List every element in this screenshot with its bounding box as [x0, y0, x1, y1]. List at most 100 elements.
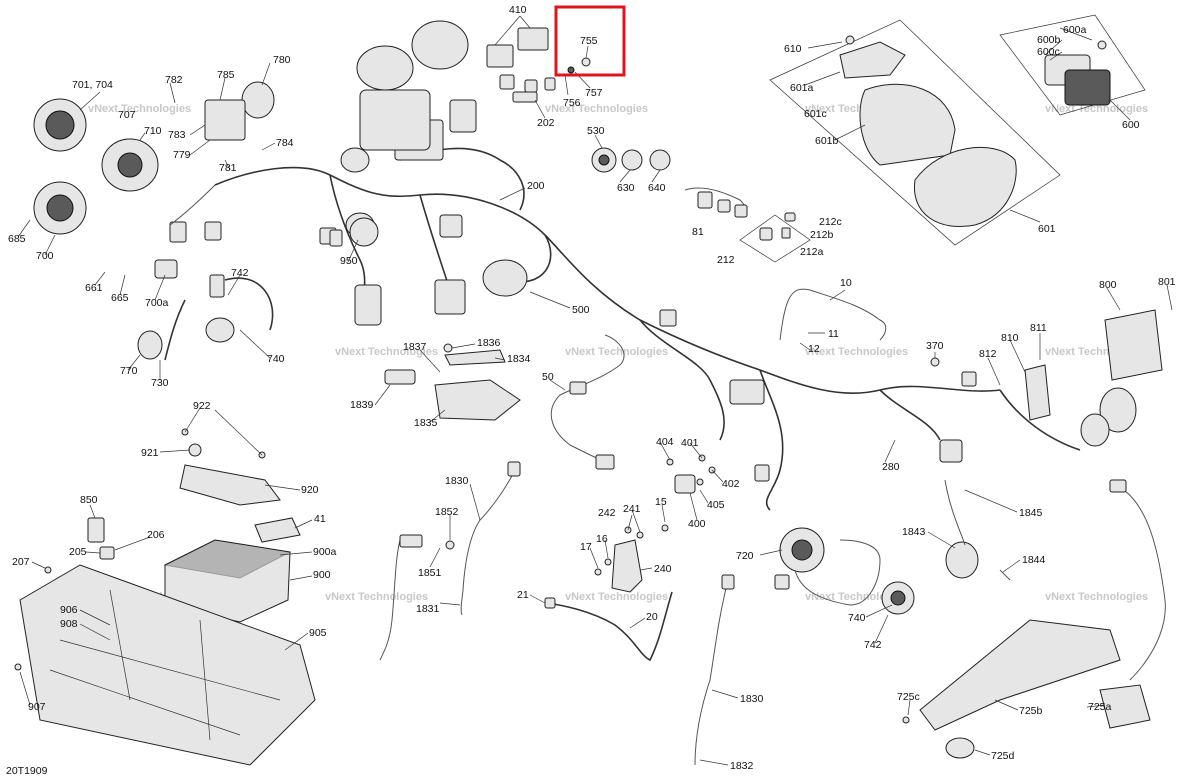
callout-730: 730	[151, 377, 169, 389]
callout-212a: 212a	[800, 246, 824, 258]
part-755-fastener	[581, 57, 591, 67]
callout-900: 900	[313, 569, 331, 581]
callout-11: 11	[828, 328, 839, 340]
callout-1845: 1845	[1019, 507, 1043, 519]
callout-202: 202	[537, 117, 555, 129]
watermark: vNext Technologies	[545, 103, 648, 115]
callout-685: 685	[8, 233, 26, 245]
callout-740b: 740	[848, 612, 866, 624]
callout-240: 240	[654, 563, 672, 575]
callout-770: 770	[120, 365, 138, 377]
callout-740a: 740	[267, 353, 285, 365]
bracket-240	[594, 524, 669, 593]
callout-10: 10	[840, 277, 852, 289]
part-400-assembly	[666, 454, 716, 494]
engine-motor-assemblies	[33, 81, 275, 360]
callout-206: 206	[147, 529, 165, 541]
callout-1832: 1832	[730, 760, 754, 772]
callout-207: 207	[12, 556, 30, 568]
main-harness-200	[164, 99, 1081, 511]
callout-950: 950	[340, 255, 358, 267]
watermark: vNext Technologies	[805, 346, 908, 358]
callout-600a: 600a	[1063, 24, 1087, 36]
callout-1830a: 1830	[445, 475, 469, 487]
callout-801: 801	[1158, 276, 1176, 288]
callout-370: 370	[926, 340, 944, 352]
callout-640: 640	[648, 182, 666, 194]
harness-10-50	[550, 288, 887, 470]
callout-907: 907	[28, 701, 46, 713]
callout-17: 17	[580, 541, 592, 553]
callout-410: 410	[509, 4, 527, 16]
callout-906: 906	[60, 604, 78, 616]
callout-212c: 212c	[819, 216, 842, 228]
center-modules	[329, 217, 528, 297]
callout-810: 810	[1001, 332, 1019, 344]
callout-1839: 1839	[350, 399, 374, 411]
callout-242: 242	[598, 507, 616, 519]
callout-700: 700	[36, 250, 54, 262]
speakers-720-740	[774, 527, 915, 615]
connector	[439, 214, 463, 238]
callout-922: 922	[193, 400, 211, 412]
callout-782: 782	[165, 74, 183, 86]
callout-1830b: 1830	[740, 693, 764, 705]
highlight-box-755	[554, 5, 626, 77]
callout-280: 280	[882, 461, 900, 473]
callout-707: 707	[118, 109, 136, 121]
callout-742a: 742	[231, 267, 249, 279]
connector	[754, 464, 770, 482]
callout-780: 780	[273, 54, 291, 66]
speed-sensor-1830	[379, 461, 735, 766]
connector	[449, 99, 477, 133]
callout-1851: 1851	[418, 567, 442, 579]
callout-757: 757	[585, 87, 603, 99]
callout-16: 16	[596, 533, 608, 545]
callout-205: 205	[69, 546, 87, 558]
callout-725d: 725d	[991, 750, 1015, 762]
callout-12: 12	[808, 343, 820, 355]
callout-725a: 725a	[1088, 701, 1112, 713]
callout-710: 710	[144, 125, 162, 137]
watermark: vNext Technologies	[335, 346, 438, 358]
callout-920: 920	[301, 484, 319, 496]
callout-21: 21	[517, 589, 529, 601]
callout-610: 610	[784, 43, 802, 55]
callout-661: 661	[85, 282, 103, 294]
callout-800: 800	[1099, 279, 1117, 291]
callout-81: 81	[692, 226, 704, 238]
callout-530: 530	[587, 125, 605, 137]
battery-tray-905	[14, 564, 316, 766]
watermark: vNext Technologies	[1045, 591, 1148, 603]
watermark: vNext Technologies	[565, 591, 668, 603]
callout-701-704: 701, 704	[72, 79, 113, 91]
callout-720: 720	[736, 550, 754, 562]
callout-600c: 600c	[1037, 46, 1060, 58]
callout-779: 779	[173, 149, 191, 161]
callout-1831: 1831	[416, 603, 440, 615]
callout-601a: 601a	[790, 82, 814, 94]
throttle-module	[384, 343, 521, 421]
watermark: vNext Technologies	[565, 346, 668, 358]
callout-241: 241	[623, 503, 641, 515]
leader-lines	[17, 15, 1173, 766]
callout-900a: 900a	[313, 546, 337, 558]
callout-725b: 725b	[1019, 705, 1043, 717]
callout-812: 812	[979, 348, 997, 360]
callout-908: 908	[60, 618, 78, 630]
callout-811: 811	[1030, 322, 1047, 334]
harness-81-212	[684, 187, 811, 263]
callout-41: 41	[314, 513, 326, 525]
callout-1844: 1844	[1022, 554, 1046, 566]
callout-850: 850	[80, 494, 98, 506]
module-800	[930, 309, 1163, 447]
callout-784: 784	[276, 137, 294, 149]
callout-755: 755	[580, 35, 598, 47]
callout-212b: 212b	[810, 229, 834, 241]
ecu-engine-block	[340, 20, 469, 238]
callout-212: 212	[717, 254, 735, 266]
relay-group	[486, 27, 591, 103]
callout-783: 783	[168, 129, 186, 141]
callout-200: 200	[527, 180, 545, 192]
